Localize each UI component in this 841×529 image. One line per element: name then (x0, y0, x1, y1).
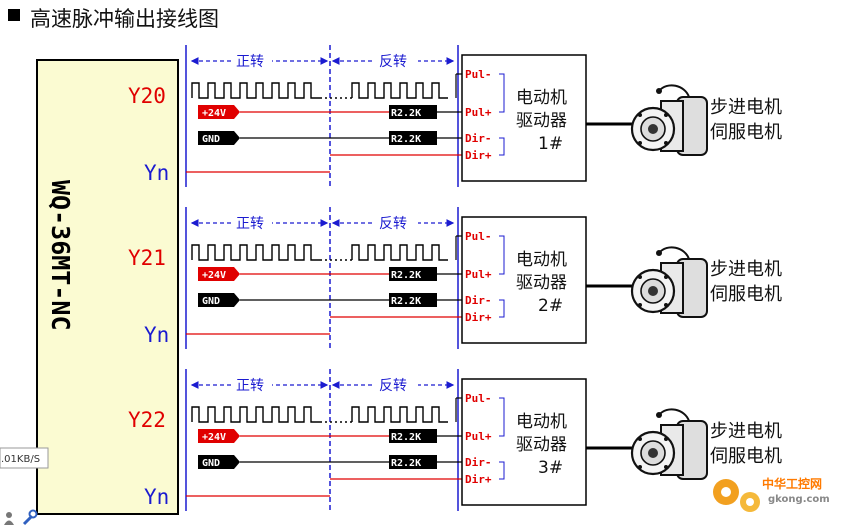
motor-icon (630, 408, 709, 481)
speed-status-box (0, 447, 49, 469)
driver-label-line2: 驱动器 (516, 111, 567, 131)
resistor-dir-label: R2.2K (391, 134, 421, 145)
gnd-label: GND (202, 296, 220, 307)
gnd-label: GND (202, 134, 220, 145)
reverse-label: 反转 (379, 378, 407, 394)
resistor-pul-label: R2.2K (391, 108, 421, 119)
common-pin-label: Yn (144, 161, 169, 185)
forward-label: 正转 (236, 378, 264, 394)
output-pin-label: Y21 (128, 246, 166, 270)
driver-label-line1: 电动机 (516, 412, 567, 432)
speed-status-text: .01KB/S (1, 454, 40, 465)
watermark-line1: 中华工控网 (762, 476, 822, 491)
motor-label-line1: 步进电机 (710, 421, 782, 442)
plus24-tag (198, 105, 240, 119)
motor-label-line2: 伺服电机 (710, 122, 782, 143)
terminal-dir-plus: Dir+ (465, 149, 492, 162)
terminal-pul-minus: Pul- (465, 230, 492, 243)
resistor-pul (389, 105, 437, 119)
common-pin-label: Yn (144, 323, 169, 347)
gnd-label: GND (202, 458, 220, 469)
plus24-label: +24V (202, 108, 226, 119)
plus24-label: +24V (202, 270, 226, 281)
terminal-pul-plus: Pul+ (465, 430, 492, 443)
pulse-train-reverse (351, 406, 448, 423)
motor-label-line2: 伺服电机 (710, 284, 782, 305)
motor-label-line1: 步进电机 (710, 97, 782, 118)
terminal-pul-plus: Pul+ (465, 268, 492, 281)
pul-bracket (499, 397, 505, 437)
resistor-dir-label: R2.2K (391, 458, 421, 469)
dir-bracket (499, 137, 505, 156)
driver-label-line2: 驱动器 (516, 435, 567, 455)
plus24-tag (198, 429, 240, 443)
driver-label-line1: 电动机 (516, 250, 567, 270)
motor-label-line2: 伺服电机 (710, 446, 782, 467)
pulse-train-forward (191, 82, 320, 99)
output-pin-label: Y22 (128, 408, 166, 432)
resistor-dir (389, 455, 437, 469)
terminal-dir-plus: Dir+ (465, 311, 492, 324)
plc-block (36, 59, 179, 515)
user-icon[interactable] (4, 512, 14, 525)
resistor-pul (389, 267, 437, 281)
pulse-train-forward (191, 406, 320, 423)
terminal-pul-plus: Pul+ (465, 106, 492, 119)
driver-label-line1: 电动机 (516, 88, 567, 108)
resistor-pul-label: R2.2K (391, 432, 421, 443)
pulse-train-forward (191, 244, 320, 261)
plus24-tag (198, 267, 240, 281)
motor-label-line1: 步进电机 (710, 259, 782, 280)
gnd-tag (198, 131, 240, 145)
title-bullet-icon (8, 9, 20, 21)
page-title: 高速脉冲输出接线图 (30, 7, 219, 31)
resistor-pul-label: R2.2K (391, 270, 421, 281)
pul-bracket (499, 73, 505, 113)
driver-label-line2: 驱动器 (516, 273, 567, 293)
terminal-dir-minus: Dir- (465, 456, 492, 469)
pul-bracket (499, 235, 505, 275)
reverse-label: 反转 (379, 54, 407, 70)
terminal-dir-plus: Dir+ (465, 473, 492, 486)
reverse-label: 反转 (379, 216, 407, 232)
terminal-pul-minus: Pul- (465, 392, 492, 405)
gnd-tag (198, 293, 240, 307)
wrench-icon[interactable] (22, 509, 38, 526)
motor-icon (630, 84, 709, 157)
forward-label: 正转 (236, 216, 264, 232)
driver-number: 1# (538, 134, 563, 154)
dir-bracket (499, 299, 505, 318)
motor-icon (630, 246, 709, 319)
resistor-dir (389, 293, 437, 307)
gear-icon (713, 479, 760, 512)
driver-box (461, 216, 587, 344)
driver-number: 3# (538, 458, 563, 478)
resistor-dir (389, 131, 437, 145)
driver-box (461, 54, 587, 182)
forward-label: 正转 (236, 54, 264, 70)
pulse-train-reverse (351, 82, 448, 99)
terminal-dir-minus: Dir- (465, 132, 492, 145)
pulse-train-reverse (351, 244, 448, 261)
plc-model-label: WQ-36MT-NC (46, 180, 75, 331)
driver-number: 2# (538, 296, 563, 316)
watermark: 中华工控网 gkong.com (713, 476, 830, 512)
resistor-dir-label: R2.2K (391, 296, 421, 307)
resistor-pul (389, 429, 437, 443)
plus24-label: +24V (202, 432, 226, 443)
dir-bracket (499, 461, 505, 480)
gnd-tag (198, 455, 240, 469)
watermark-line2: gkong.com (768, 494, 830, 505)
driver-box (461, 378, 587, 506)
output-pin-label: Y20 (128, 84, 166, 108)
common-pin-label: Yn (144, 485, 169, 509)
terminal-dir-minus: Dir- (465, 294, 492, 307)
terminal-pul-minus: Pul- (465, 68, 492, 81)
